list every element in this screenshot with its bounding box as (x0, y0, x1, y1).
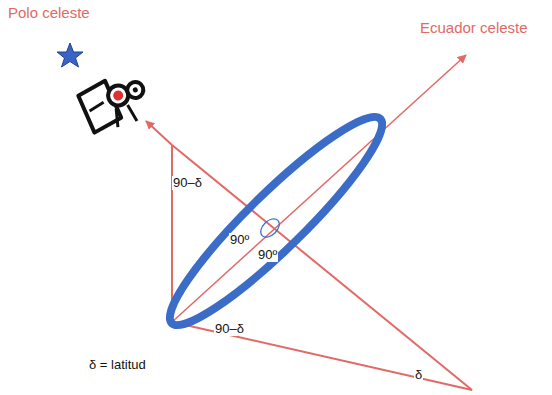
angle-label: δ (414, 368, 423, 382)
observer-icon (76, 70, 152, 135)
legend-note: δ = latitud (88, 358, 147, 372)
pole-axis (146, 121, 172, 145)
star (57, 43, 83, 67)
angle-label: 90º (257, 248, 278, 262)
triangle (172, 145, 472, 390)
angle-label: 90–δ (172, 176, 203, 190)
equator-axis (172, 55, 466, 322)
equator-title: Ecuador celeste (420, 20, 528, 37)
right-angle-mark (257, 215, 283, 240)
angle-label: 90–δ (214, 322, 245, 336)
angle-label: 90º (229, 233, 250, 247)
equator-ellipse (152, 99, 400, 343)
pole-title: Polo celeste (8, 5, 90, 22)
